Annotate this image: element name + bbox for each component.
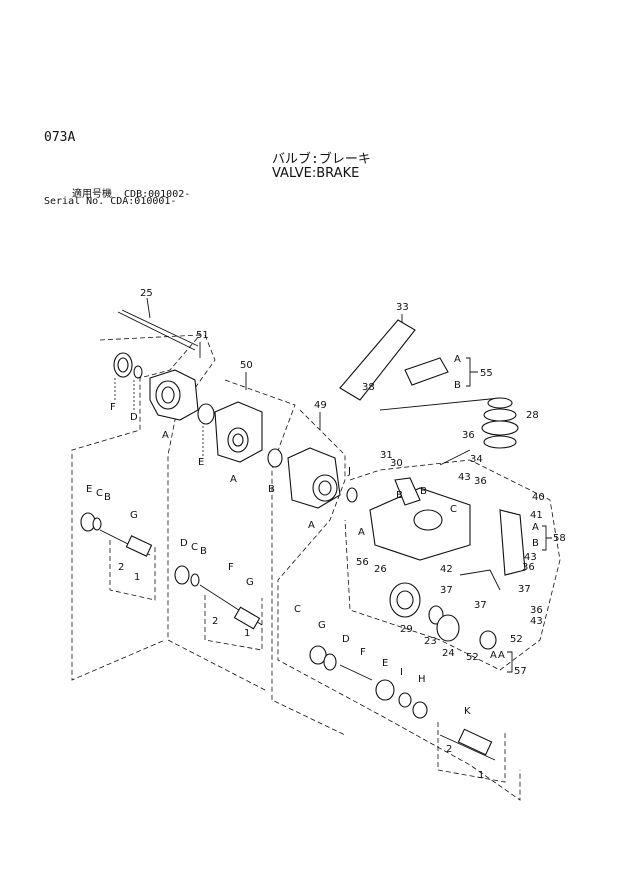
- callout-34: 34: [470, 454, 483, 465]
- label-A-51: A: [162, 430, 169, 441]
- label-E-49: E: [382, 658, 388, 669]
- callout-43-b: 43: [524, 552, 537, 563]
- label-C-51: C: [96, 488, 103, 499]
- label-B-bracket: B: [396, 490, 403, 501]
- page-code: 073A: [44, 130, 76, 145]
- label-A-bracket: A: [358, 527, 365, 538]
- label-B-51: B: [104, 492, 111, 503]
- label-A-55: A: [454, 354, 461, 365]
- label-A-50: A: [230, 474, 237, 485]
- callout-43-c: 43: [530, 616, 543, 627]
- callout-41: 41: [530, 510, 543, 521]
- callout-1-51: 1: [134, 572, 140, 583]
- label-H: H: [418, 674, 426, 685]
- label-B-49: B: [268, 484, 275, 495]
- title-japanese: バルブ:ブレーキ: [272, 152, 371, 167]
- label-F-50: F: [228, 562, 234, 573]
- label-E-50: E: [198, 457, 204, 468]
- callout-36-c: 36: [522, 562, 535, 573]
- valve-section-51: 51 F D A E C B G 2 1: [80, 330, 209, 601]
- callout-52-a: 52: [510, 634, 523, 645]
- callout-29: 29: [400, 624, 413, 635]
- callout-50: 50: [240, 360, 253, 371]
- label-D-50: D: [180, 538, 188, 549]
- callout-24: 24: [442, 648, 455, 659]
- callout-31: 31: [380, 450, 393, 461]
- callout-42: 42: [440, 564, 453, 575]
- callout-58: 58: [553, 533, 566, 544]
- callout-37-a: 37: [518, 584, 531, 595]
- label-E-51: E: [86, 484, 92, 495]
- callout-37-c: 37: [474, 600, 487, 611]
- callout-1-49: 1: [478, 770, 484, 781]
- label-F-49: F: [360, 647, 366, 658]
- label-C-50: C: [191, 542, 198, 553]
- label-A-57: A: [498, 650, 505, 661]
- callout-33: 33: [396, 302, 409, 313]
- label-B-top: B: [420, 486, 427, 497]
- label-G-50: G: [246, 577, 254, 588]
- base-bracket: B B C A 56 26 42 A B 58 43 36 37 37 37: [356, 477, 566, 611]
- pedal-assembly: 33 38 A B 55 28 36 34 31 30 43 36 40 41: [339, 302, 545, 521]
- callout-49: 49: [314, 400, 327, 411]
- callout-37-b: 37: [440, 585, 453, 596]
- callout-43-a: 43: [458, 472, 471, 483]
- label-G-49: G: [318, 620, 326, 631]
- callout-1-50: 1: [244, 628, 250, 639]
- callout-57: 57: [514, 666, 527, 677]
- callout-23: 23: [424, 636, 437, 647]
- label-K: K: [464, 706, 471, 717]
- callout-36-a: 36: [462, 430, 475, 441]
- label-F-51: F: [110, 402, 116, 413]
- callout-52-b: 52: [466, 652, 479, 663]
- label-G-51: G: [130, 510, 138, 521]
- callout-2-51: 2: [118, 562, 124, 573]
- label-D-49: D: [342, 634, 350, 645]
- label-I: I: [400, 667, 403, 678]
- callout-2-50: 2: [212, 616, 218, 627]
- valve-section-49: 49 J B A C G D F E I H K 2 1: [267, 400, 506, 783]
- label-J: J: [347, 466, 351, 477]
- label-A-lower: A: [490, 650, 497, 661]
- label-C-49: C: [294, 604, 301, 615]
- callout-2-49: 2: [446, 744, 452, 755]
- label-B-50: B: [200, 546, 207, 557]
- serial-line-2: Serial No. CDA:010001-: [44, 196, 177, 207]
- lower-components: 29 23 24 36 43 52 52 A 57 A: [389, 582, 543, 677]
- title-english: VALVE:BRAKE: [272, 166, 360, 181]
- label-A-58: A: [532, 522, 539, 533]
- label-B-55: B: [454, 380, 461, 391]
- valve-section-50: 50 E A D C B F G 2 1: [174, 360, 263, 651]
- serial-line-1: 適用号機 CDB:001002-: [72, 189, 191, 200]
- label-B-58: B: [532, 538, 539, 549]
- label-C-bracket: C: [450, 504, 457, 515]
- callout-38: 38: [362, 382, 375, 393]
- callout-28: 28: [526, 410, 539, 421]
- bolt-25: 25: [117, 288, 199, 351]
- callout-40: 40: [532, 492, 545, 503]
- callout-56: 56: [356, 557, 369, 568]
- callout-55: 55: [480, 368, 493, 379]
- label-A-49: A: [308, 520, 315, 531]
- callout-25: 25: [140, 288, 153, 299]
- callout-30: 30: [390, 458, 403, 469]
- callout-51: 51: [196, 330, 209, 341]
- callout-36-b: 36: [474, 476, 487, 487]
- callout-36-d: 36: [530, 605, 543, 616]
- label-D-51: D: [130, 412, 138, 423]
- callout-26: 26: [374, 564, 387, 575]
